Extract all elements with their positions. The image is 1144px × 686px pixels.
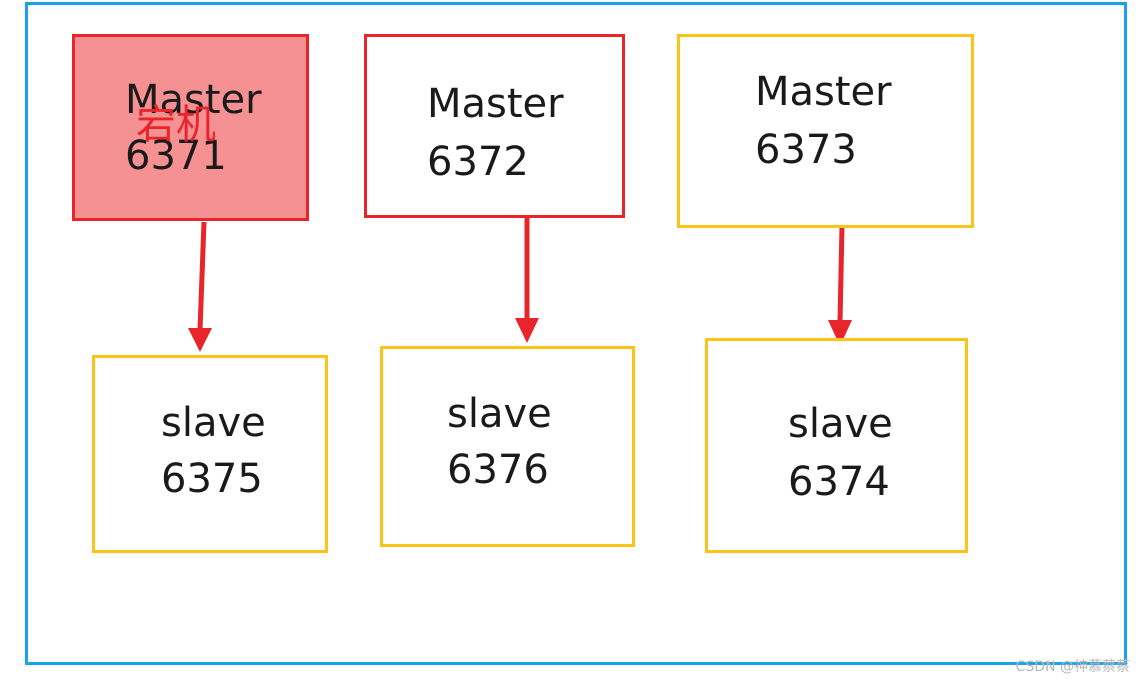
master-node-6371: Master 6371 <box>72 34 309 221</box>
slave-label: slave <box>447 391 552 437</box>
master-port: 6373 <box>755 127 857 173</box>
slave-port: 6374 <box>788 459 890 505</box>
arrow-6372-to-6376 <box>515 218 539 343</box>
slave-node-6375: slave 6375 <box>92 355 328 553</box>
status-label-down: 宕机 <box>136 102 216 148</box>
watermark: CSDN @神慕蔡蔡 <box>1015 659 1130 675</box>
arrow-6371-to-6375 <box>188 221 212 352</box>
master-port: 6372 <box>427 139 529 185</box>
master-label: Master <box>125 77 262 123</box>
diagram-frame <box>25 2 1127 665</box>
arrow-6373-to-6374 <box>828 225 852 346</box>
slave-label: slave <box>788 401 893 447</box>
slave-node-6374: slave 6374 <box>705 338 968 553</box>
master-label: Master <box>755 69 892 115</box>
master-node-6372: Master 6372 <box>364 34 625 218</box>
master-port: 6371 <box>125 133 227 179</box>
slave-node-6376: slave 6376 <box>380 346 635 547</box>
master-node-6373: Master 6373 <box>677 34 974 228</box>
slave-label: slave <box>161 400 266 446</box>
slave-port: 6376 <box>447 447 549 493</box>
master-label: Master <box>427 81 564 127</box>
slave-port: 6375 <box>161 456 263 502</box>
